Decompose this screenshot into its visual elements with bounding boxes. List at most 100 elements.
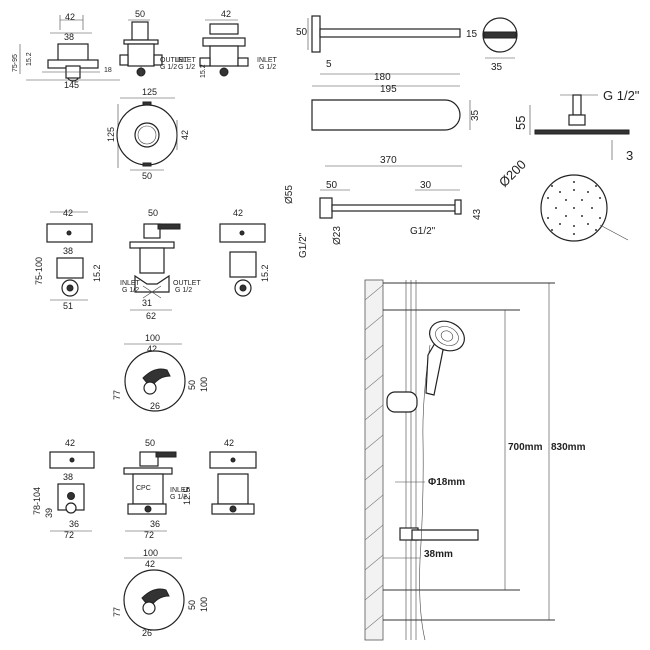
dim-15-2: 15.2 <box>26 52 33 66</box>
valve-3-view-1: 42 38 78-104 39 36 72 <box>32 438 95 540</box>
dim-38: 38 <box>64 32 74 42</box>
inlet-size: G 1/2 <box>170 494 187 501</box>
dim-42: 42 <box>65 12 75 22</box>
dim-42: 42 <box>221 9 231 19</box>
dim-77: 77 <box>112 390 122 400</box>
valve-3-view-2: 50 CPC 12.5 INLET G 1/2 36 72 <box>123 438 192 540</box>
dim-370: 370 <box>380 155 397 166</box>
valve-view-2: 50 <box>119 9 163 77</box>
dim-42: 42 <box>233 208 243 218</box>
inlet-size-2: G 1/2 <box>259 64 276 71</box>
outlet-label: OUTLET <box>160 57 188 64</box>
dim-3: 3 <box>626 148 633 163</box>
dim-50: 50 <box>326 180 338 191</box>
dim-62: 62 <box>146 311 156 321</box>
dim-100: 100 <box>145 333 160 343</box>
dim-830mm: 830mm <box>551 442 586 453</box>
dim-15-2: 15.2 <box>92 264 102 282</box>
wall-plate-2: 100 42 77 50 100 26 <box>112 333 209 412</box>
dim-42: 42 <box>224 438 234 448</box>
dim-50: 50 <box>145 438 155 448</box>
shower-head-drawing: G 1/2" 55 3 Ø200 <box>496 88 640 242</box>
dim-36: 36 <box>69 519 79 529</box>
bath-spout-drawing: 50 15 5 180 195 35 35 <box>296 15 518 131</box>
dim-23: Ø23 <box>332 226 343 245</box>
dim-50: 50 <box>142 171 152 181</box>
dim-75-95: 75-95 <box>12 54 19 72</box>
outlet-size: G 1/2 <box>160 64 177 71</box>
dim-15-2: 15.2 <box>200 64 207 78</box>
inlet-label-2: INLET <box>257 57 278 64</box>
valve-view-1: 42 38 75-95 15.2 18 145 <box>12 12 120 90</box>
dim-35: 35 <box>491 62 503 73</box>
dim-100: 100 <box>199 597 209 612</box>
dim-50: 50 <box>187 600 197 610</box>
dim-125: 125 <box>106 127 116 142</box>
dim-50: 50 <box>135 9 145 19</box>
dim-5: 5 <box>326 59 332 70</box>
dim-42: 42 <box>145 559 155 569</box>
dim-12-5: 12.5 <box>182 487 192 505</box>
dim-72: 72 <box>64 530 74 540</box>
dim-42: 42 <box>63 208 73 218</box>
dim-55: 55 <box>513 116 528 130</box>
dim-72: 72 <box>144 530 154 540</box>
valve-view-3: 42 INLET G 1/2 INLET G 1/2 15.2 OUTLET G… <box>160 9 278 78</box>
valve-3-view-3: 42 <box>209 438 257 515</box>
rail-diameter: Φ18mm <box>428 477 465 488</box>
dim-38: 38 <box>63 472 73 482</box>
dim-78-104: 78-104 <box>32 487 42 515</box>
wall-section <box>364 279 384 641</box>
dim-35: 35 <box>470 109 481 121</box>
wall-plate-1: 125 125 42 50 <box>106 87 190 181</box>
dim-77: 77 <box>112 607 122 617</box>
dim-50: 50 <box>296 27 308 38</box>
dim-42: 42 <box>180 130 190 140</box>
dim-31: 31 <box>142 298 152 308</box>
dim-42: 42 <box>65 438 75 448</box>
dim-15-2: 15.2 <box>260 264 270 282</box>
inlet-label: INLET <box>176 57 197 64</box>
dim-55: Ø55 <box>284 185 295 204</box>
label-marking: CPC <box>136 485 151 492</box>
dim-51: 51 <box>63 301 73 311</box>
thread-size-a: G1/2" <box>298 232 309 258</box>
dim-42: 42 <box>147 344 157 354</box>
dim-38mm: 38mm <box>424 549 453 560</box>
inlet-size: G 1/2 <box>122 287 139 294</box>
dim-15: 15 <box>466 29 478 40</box>
dim-30: 30 <box>420 180 432 191</box>
outlet-label: OUTLET <box>173 280 201 287</box>
dim-50: 50 <box>187 380 197 390</box>
dim-38: 38 <box>63 246 73 256</box>
shower-arm-drawing: 370 50 30 Ø55 G1/2" Ø23 G1/2" 43 <box>284 155 483 258</box>
valve-2-view-3: 42 15.2 <box>219 208 270 297</box>
valve-2-view-1: 42 38 75-100 15.2 51 <box>34 208 102 311</box>
dim-50: 50 <box>148 208 158 218</box>
dim-26: 26 <box>150 401 160 411</box>
inlet-label: INLET <box>170 487 191 494</box>
dim-125: 125 <box>142 87 157 97</box>
dim-36: 36 <box>150 519 160 529</box>
dim-200: Ø200 <box>496 157 529 190</box>
dim-700mm: 700mm <box>508 442 543 453</box>
inlet-size: G 1/2 <box>178 64 195 71</box>
inlet-label: INLET <box>120 280 141 287</box>
dim-75-100: 75-100 <box>34 257 44 285</box>
shower-head-nozzles <box>547 181 601 235</box>
dim-180: 180 <box>374 72 391 83</box>
dim-100: 100 <box>199 377 209 392</box>
dim-26: 26 <box>142 628 152 638</box>
slide-rail-drawing: Φ18mm 700mm 830mm 38mm <box>364 279 586 641</box>
dim-18: 18 <box>104 67 112 74</box>
thread-size: G 1/2" <box>603 88 640 103</box>
valve-2-view-2: 50 INLET G 1/2 OUTLET G 1/2 31 62 <box>120 208 201 321</box>
dim-39: 39 <box>44 508 54 518</box>
wall-plate-3: 100 42 77 50 100 26 <box>112 548 209 638</box>
dim-43: 43 <box>472 208 483 220</box>
dim-145: 145 <box>64 80 79 90</box>
dim-100: 100 <box>143 548 158 558</box>
outlet-size: G 1/2 <box>175 287 192 294</box>
dim-195: 195 <box>380 84 397 95</box>
